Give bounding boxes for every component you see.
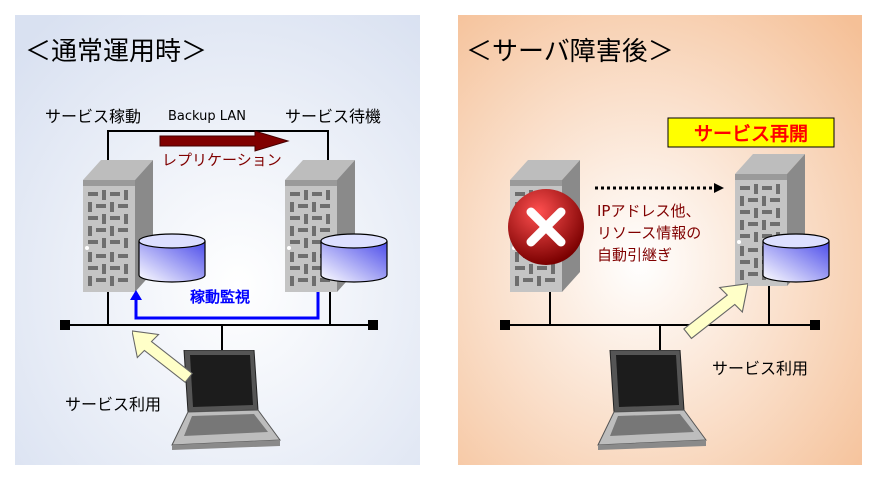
panel-title: ＜サーバ障害後＞ bbox=[466, 37, 674, 67]
service-resumed-badge bbox=[667, 117, 835, 148]
takeover-text: IPアドレス他、 リソース情報の 自動引継ぎ bbox=[597, 202, 706, 264]
monitoring-arrowhead bbox=[130, 290, 142, 300]
backup-lan-label: Backup LAN bbox=[168, 109, 246, 124]
monitoring-label: 稼動監視 bbox=[190, 288, 250, 306]
replication-arrow bbox=[159, 130, 290, 152]
active-server-label: サービス稼動 bbox=[45, 107, 141, 126]
replication-label: レプリケーション bbox=[162, 151, 282, 169]
backup-lan-line bbox=[107, 130, 329, 168]
service-usage-label: サービス利用 bbox=[712, 359, 808, 378]
active-database-icon bbox=[138, 233, 206, 283]
monitoring-line bbox=[134, 292, 320, 320]
database-icon bbox=[762, 233, 830, 283]
service-resumed-text: サービス再開 bbox=[694, 123, 808, 145]
standby-server-label: サービス待機 bbox=[285, 107, 381, 126]
service-usage-label: サービス利用 bbox=[65, 395, 161, 414]
normal-operation-panel: ＜通常運用時＞ サービス稼動 Backup LAN サービス待機 レプリケーショ… bbox=[15, 15, 420, 465]
standby-database-icon bbox=[320, 233, 388, 283]
after-failure-panel: ＜サーバ障害後＞ サービス再開 IPアドレス他、 リソース情報の 自動引継ぎ サ… bbox=[458, 15, 862, 465]
panel-title: ＜通常運用時＞ bbox=[25, 37, 207, 67]
